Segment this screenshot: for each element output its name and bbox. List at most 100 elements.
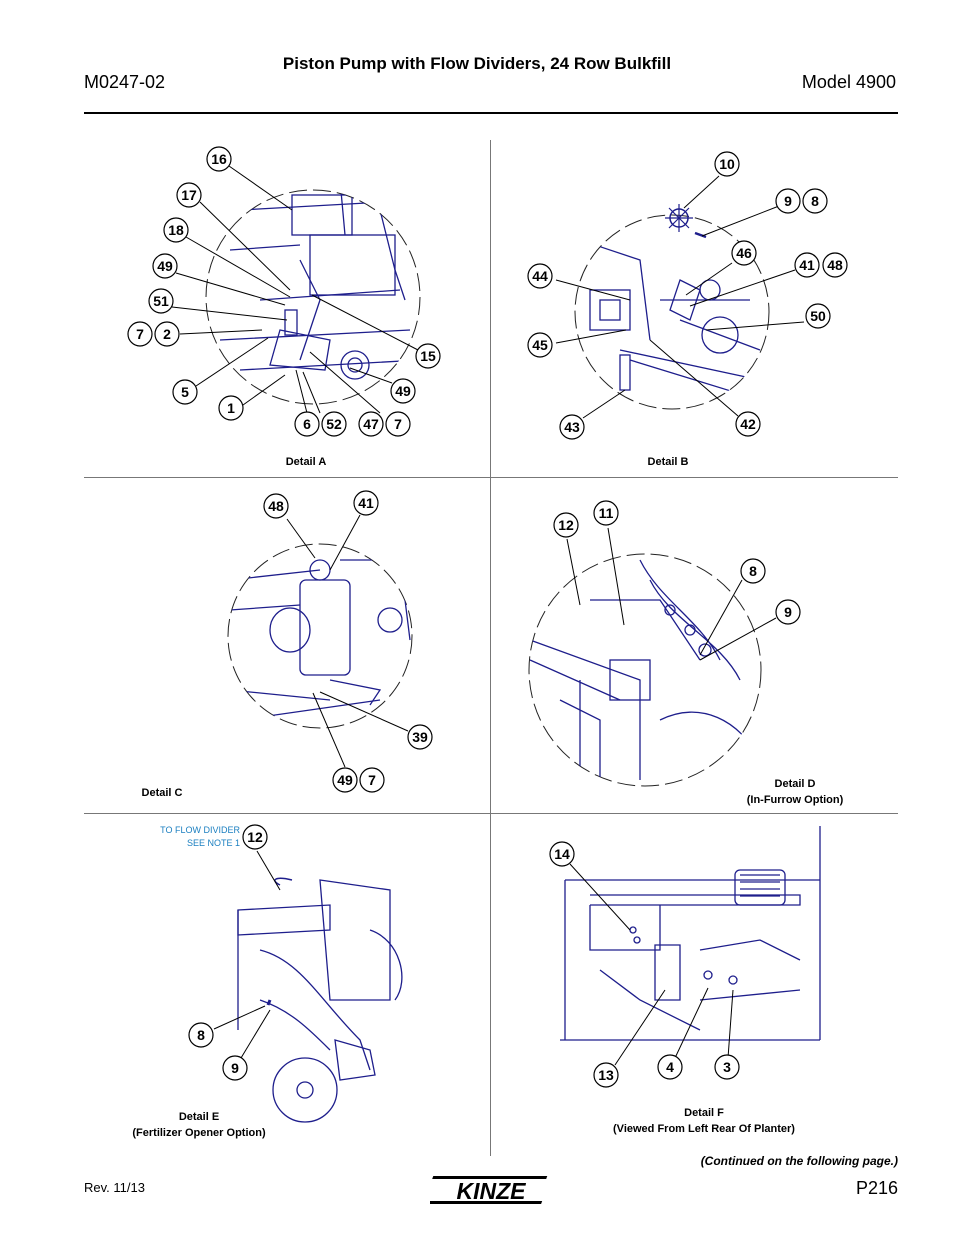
svg-text:1: 1	[227, 400, 235, 416]
callout-d-11: 11	[593, 500, 619, 526]
callout-f-14: 14	[549, 841, 575, 867]
callout-a-5: 5	[172, 379, 198, 405]
row-divider-1	[84, 477, 898, 478]
svg-text:46: 46	[736, 245, 752, 261]
svg-text:49: 49	[157, 258, 173, 274]
callout-c-49: 49	[332, 767, 358, 793]
svg-text:3: 3	[723, 1059, 731, 1075]
svg-text:51: 51	[153, 293, 169, 309]
detail-f-caption: Detail F (Viewed From Left Rear Of Plant…	[584, 1105, 824, 1137]
callout-a-18: 18	[163, 217, 189, 243]
callout-a-49: 49	[152, 253, 178, 279]
callout-f-4: 4	[657, 1054, 683, 1080]
svg-text:9: 9	[784, 604, 792, 620]
page-title: Piston Pump with Flow Dividers, 24 Row B…	[282, 54, 672, 73]
callout-a-51: 51	[148, 288, 174, 314]
detail-a-drawing	[205, 189, 421, 405]
svg-text:43: 43	[564, 419, 580, 435]
callout-a-49b: 49	[390, 378, 416, 404]
callout-e-8: 8	[188, 1022, 214, 1048]
svg-text:45: 45	[532, 337, 548, 353]
flow-divider-note-line1: TO FLOW DIVIDER	[160, 825, 240, 835]
document-number: M0247-02	[84, 72, 166, 92]
svg-text:16: 16	[211, 151, 227, 167]
callout-d-9: 9	[775, 599, 801, 625]
detail-f-caption-title: Detail F	[684, 1107, 724, 1119]
detail-e-caption-title: Detail E	[178, 1111, 220, 1123]
svg-text:8: 8	[811, 193, 819, 209]
callout-a-6: 6	[294, 411, 320, 437]
callout-d-12: 12	[553, 512, 579, 538]
svg-text:9: 9	[231, 1060, 239, 1076]
callout-b-43: 43	[559, 414, 585, 440]
callout-a-52: 52	[321, 411, 347, 437]
detail-d-caption-title: Detail D	[774, 778, 816, 790]
svg-text:48: 48	[827, 257, 843, 273]
svg-text:12: 12	[558, 517, 574, 533]
column-divider	[490, 140, 491, 1156]
svg-text:2: 2	[163, 326, 171, 342]
callout-c-7: 7	[359, 767, 385, 793]
svg-text:52: 52	[326, 416, 342, 432]
detail-a-caption: Detail A	[285, 456, 327, 468]
detail-d-drawing	[528, 553, 762, 787]
svg-text:7: 7	[394, 416, 402, 432]
svg-text:47: 47	[363, 416, 379, 432]
callout-e-12: 12	[242, 824, 268, 850]
svg-text:5: 5	[181, 384, 189, 400]
detail-e-drawing	[237, 877, 403, 1123]
svg-text:7: 7	[136, 326, 144, 342]
kinze-logo: KINZE	[430, 1176, 548, 1204]
svg-text:14: 14	[554, 846, 570, 862]
callout-c-41: 41	[353, 490, 379, 516]
svg-text:50: 50	[810, 308, 826, 324]
svg-text:7: 7	[368, 772, 376, 788]
flow-divider-note-line2: SEE NOTE 1	[186, 838, 240, 848]
detail-e-caption: Detail E (Fertilizer Opener Option)	[104, 1109, 294, 1141]
svg-text:8: 8	[749, 563, 757, 579]
svg-text:15: 15	[420, 348, 436, 364]
callout-a-47: 47	[358, 411, 384, 437]
callout-f-13: 13	[593, 1062, 619, 1088]
svg-text:8: 8	[197, 1027, 205, 1043]
header-rule	[84, 112, 898, 114]
svg-text:18: 18	[168, 222, 184, 238]
svg-text:48: 48	[268, 498, 284, 514]
detail-c-caption: Detail C	[141, 787, 183, 799]
flow-divider-note: TO FLOW DIVIDER SEE NOTE 1	[120, 824, 240, 850]
callout-b-9: 9	[775, 188, 801, 214]
callout-b-50: 50	[805, 303, 831, 329]
kinze-logo-text: KINZE	[457, 1178, 527, 1204]
detail-d-caption: Detail D (In-Furrow Option)	[700, 776, 890, 808]
svg-text:41: 41	[799, 257, 815, 273]
svg-text:44: 44	[532, 268, 548, 284]
svg-text:12: 12	[247, 829, 263, 845]
svg-text:49: 49	[395, 383, 411, 399]
model-name: Model 4900	[801, 72, 896, 92]
detail-f-caption-subtitle: (Viewed From Left Rear Of Planter)	[613, 1123, 795, 1135]
callout-c-48: 48	[263, 493, 289, 519]
continued-note: (Continued on the following page.)	[700, 1154, 898, 1168]
callout-b-48: 48	[822, 252, 848, 278]
detail-d-caption-subtitle: (In-Furrow Option)	[746, 794, 844, 806]
callout-b-8: 8	[802, 188, 828, 214]
callout-b-10: 10	[714, 151, 740, 177]
callout-a-7b: 7	[385, 411, 411, 437]
svg-text:17: 17	[181, 187, 197, 203]
callout-b-46: 46	[731, 240, 757, 266]
row-divider-2	[84, 813, 898, 814]
callout-e-9: 9	[222, 1055, 248, 1081]
callout-a-16: 16	[206, 146, 232, 172]
callout-a-2: 2	[154, 321, 180, 347]
svg-text:9: 9	[784, 193, 792, 209]
callout-b-44: 44	[527, 263, 553, 289]
callout-f-3: 3	[714, 1054, 740, 1080]
detail-b-drawing	[574, 204, 770, 410]
detail-f-drawing	[560, 826, 821, 1041]
page-number: P216	[855, 1178, 898, 1198]
svg-text:49: 49	[337, 772, 353, 788]
svg-text:13: 13	[598, 1067, 614, 1083]
svg-text:42: 42	[740, 416, 756, 432]
